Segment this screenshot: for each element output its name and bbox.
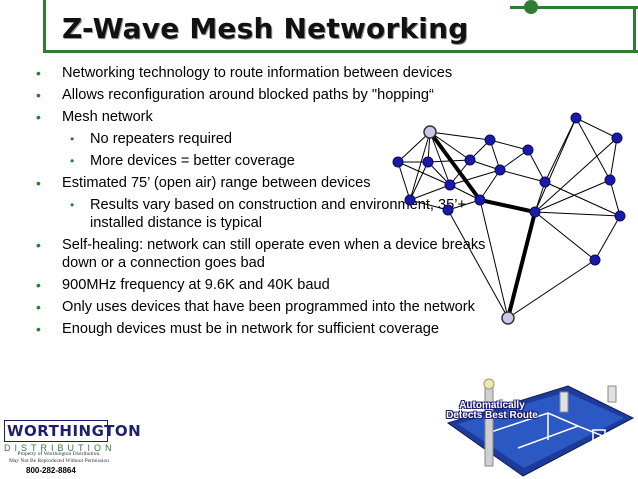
bulb-icon xyxy=(483,378,495,390)
bullet-item: Mesh network xyxy=(28,108,488,126)
property-notice: Property of Worthington Distribution. Ma… xyxy=(4,451,114,465)
bullet-list: Networking technology to route informati… xyxy=(28,64,488,342)
slide-title: Z-Wave Mesh Networking xyxy=(62,12,469,45)
house-label-line2: Detects Best Route xyxy=(446,410,538,421)
logo-name: WORTHINGTON xyxy=(4,420,141,442)
device-box-icon xyxy=(559,391,569,413)
mesh-links xyxy=(397,117,621,319)
destination-node xyxy=(501,311,515,325)
bullet-item: Allows reconfiguration around blocked pa… xyxy=(28,86,488,104)
frame-line-right xyxy=(633,8,636,53)
logo-sub: DISTRIBUTION xyxy=(4,443,116,453)
frame-line-top xyxy=(510,6,638,9)
bullet-item: Estimated 75’ (open air) range between d… xyxy=(28,174,488,192)
house-label: Automatically Detects Best Route xyxy=(436,401,548,421)
frame-dot xyxy=(524,0,538,14)
device-pole-icon xyxy=(484,385,494,467)
bullet-item: Self-healing: network can still operate … xyxy=(28,236,492,272)
source-node xyxy=(423,125,437,139)
sub-bullet-item: Results vary based on construction and e… xyxy=(28,196,500,232)
property-line2: May Not Be Reproduced Without Permission xyxy=(8,458,110,464)
phone-number: 800-282-8864 xyxy=(26,466,76,475)
sub-bullet-item: More devices = better coverage xyxy=(28,152,488,170)
property-line1: Property of Worthington Distribution. xyxy=(17,451,101,457)
bullet-item: Only uses devices that have been program… xyxy=(28,298,482,316)
frame-line-bottom xyxy=(43,50,638,53)
house-label-line1: Automatically xyxy=(459,400,525,411)
sub-bullet-item: No repeaters required xyxy=(28,130,488,148)
mesh-nodes xyxy=(392,112,626,266)
device-switch-icon xyxy=(607,385,617,403)
bullet-item: 900MHz frequency at 9.6K and 40K baud xyxy=(28,276,488,294)
bullet-item: Enough devices must be in network for su… xyxy=(28,320,488,338)
house-floorplan-graphic xyxy=(446,378,635,477)
mesh-network-diagram xyxy=(392,112,626,325)
frame-line-left xyxy=(43,0,46,52)
company-logo: WORTHINGTON DISTRIBUTION xyxy=(4,420,141,453)
bullet-item: Networking technology to route informati… xyxy=(28,64,488,82)
best-route-path xyxy=(428,130,538,320)
